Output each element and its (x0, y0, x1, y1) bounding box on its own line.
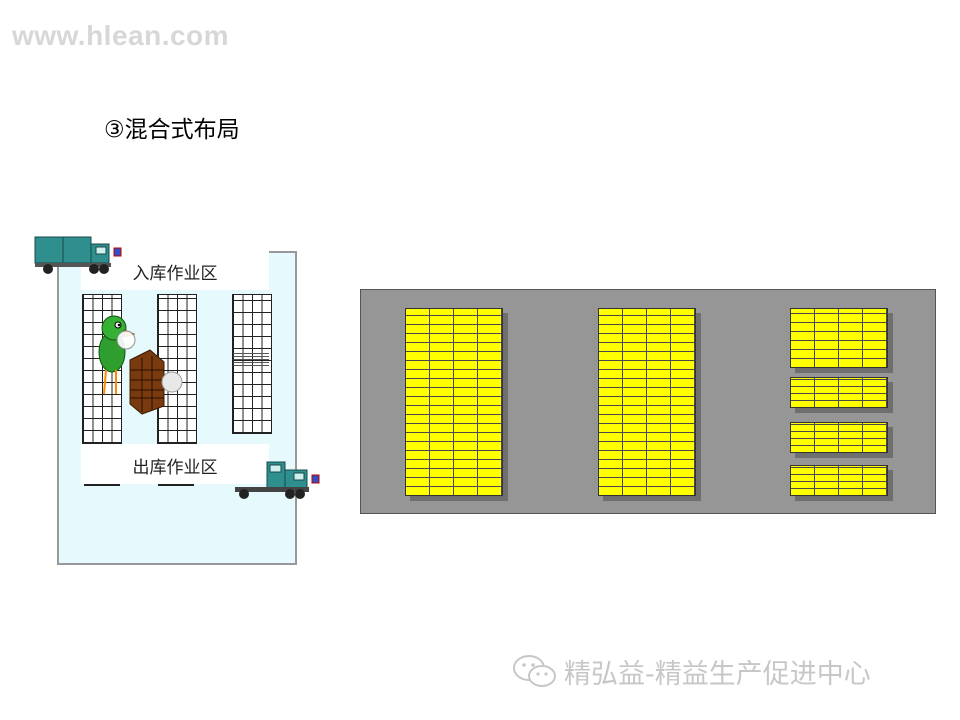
footer-brand: 精弘益-精益生产促进中心 (512, 652, 871, 691)
rack-right-detail (233, 352, 269, 366)
rack-stub-middle (158, 484, 194, 492)
footer-text: 精弘益-精益生产促进中心 (564, 659, 871, 690)
site-watermark: www.hlean.com (12, 20, 230, 51)
shelf-block-3 (790, 308, 888, 368)
outbound-zone-label: 出库作业区 (132, 458, 218, 478)
truck-icon (34, 236, 122, 274)
wechat-icon (512, 654, 558, 690)
parrot-mascot-icon (98, 315, 136, 395)
inbound-zone-label: 入库作业区 (132, 264, 218, 284)
outbound-zone: 出库作业区 (81, 444, 269, 484)
shelf-block-5 (790, 422, 888, 453)
shelf-block-2 (598, 308, 696, 496)
floor-plan (360, 289, 936, 514)
shelf-block-4 (790, 377, 888, 408)
page-title: ③混合式布局 (104, 117, 240, 143)
rack-stub-left (84, 484, 120, 492)
inbound-zone: 入库作业区 (81, 250, 269, 290)
shelf-block-6 (790, 465, 888, 496)
rack-middle (157, 294, 197, 444)
shelf-block-1 (405, 308, 503, 496)
hand-cart-icon (129, 349, 183, 415)
truck-icon (235, 461, 320, 499)
